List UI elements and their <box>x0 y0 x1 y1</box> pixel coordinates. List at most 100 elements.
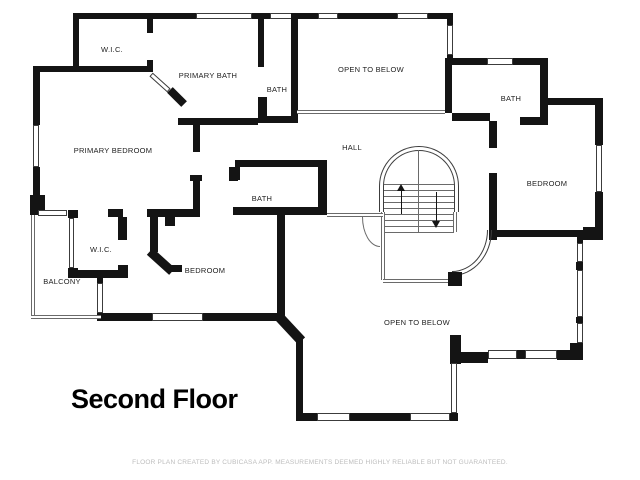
wall <box>252 13 270 19</box>
wall <box>489 121 497 148</box>
railing <box>327 213 383 217</box>
window <box>196 13 252 19</box>
window <box>525 350 557 359</box>
wall <box>147 209 196 217</box>
wall <box>203 313 282 321</box>
wall <box>517 350 525 359</box>
window <box>33 125 39 167</box>
window <box>317 413 350 421</box>
wall <box>576 317 583 323</box>
balcony-edge <box>31 215 35 319</box>
wall <box>118 217 127 240</box>
wall <box>296 413 317 421</box>
wall <box>540 62 548 125</box>
wall <box>68 270 123 278</box>
stairs-up-arrow-icon <box>397 184 405 191</box>
wall <box>318 160 327 215</box>
wall <box>168 265 182 272</box>
window <box>596 145 602 192</box>
window <box>577 323 583 343</box>
curved-railing <box>362 217 380 247</box>
window <box>577 243 583 262</box>
wall <box>445 58 452 113</box>
room-label-hall: HALL <box>342 143 362 152</box>
stairs-curved-railing <box>452 230 488 272</box>
window <box>451 363 457 413</box>
window <box>487 58 513 65</box>
wall <box>452 113 490 121</box>
window <box>270 13 292 19</box>
room-label-primary-bedroom: PRIMARY BEDROOM <box>73 146 153 155</box>
door-opening <box>149 72 171 93</box>
wall <box>258 97 267 123</box>
wall <box>147 60 153 72</box>
wall <box>583 227 603 240</box>
room-label-balcony: BALCONY <box>43 277 81 286</box>
wall <box>450 413 458 421</box>
stairs-down-arrow-icon <box>432 221 440 228</box>
wall <box>193 176 200 217</box>
wall <box>513 58 548 65</box>
stairs-up-arrow-icon <box>401 190 402 214</box>
wall <box>118 265 128 278</box>
wall <box>97 313 152 321</box>
wall <box>447 58 487 65</box>
window <box>152 313 203 321</box>
floor-title: Second Floor <box>71 384 238 414</box>
wall <box>338 13 397 19</box>
room-label-bath-middle: BATH <box>251 194 273 203</box>
wall <box>258 17 264 67</box>
window <box>410 413 450 421</box>
wall <box>350 413 410 421</box>
wall <box>73 13 79 70</box>
wall <box>68 210 78 218</box>
wall <box>595 192 603 230</box>
room-label-wic-upper: W.I.C. <box>101 45 123 54</box>
window <box>69 218 74 268</box>
wall <box>193 118 200 152</box>
wall <box>450 335 461 364</box>
wall <box>258 116 298 123</box>
wall <box>97 277 103 283</box>
stairs-enclosure-outer <box>379 146 459 212</box>
wall <box>233 207 327 215</box>
stairs-side <box>381 212 385 280</box>
stairs-enclosure-inner <box>383 150 455 212</box>
wall <box>178 118 258 125</box>
room-label-open-below-upper: OPEN TO BELOW <box>338 65 404 74</box>
wall-diagonal <box>167 87 187 107</box>
stairs-down-arrow-icon <box>436 192 437 222</box>
room-label-bath-top: BATH <box>266 85 288 94</box>
wall <box>229 167 240 180</box>
wall <box>33 66 150 72</box>
window <box>97 283 103 313</box>
wall <box>458 352 488 363</box>
stairs-treads <box>384 184 454 234</box>
wall <box>165 217 175 226</box>
wall <box>448 272 462 286</box>
wall <box>291 13 298 123</box>
window <box>577 270 583 317</box>
wall <box>576 262 583 270</box>
window <box>318 13 338 19</box>
wall <box>108 209 123 217</box>
wall <box>577 237 583 243</box>
room-label-bath-right: BATH <box>500 94 522 103</box>
wall <box>447 13 453 25</box>
wall <box>277 215 285 316</box>
wall <box>292 13 318 19</box>
wall <box>595 98 603 145</box>
railing <box>297 110 445 114</box>
disclaimer-text: FLOOR PLAN CREATED BY CUBICASA APP. MEAS… <box>132 459 508 466</box>
wall <box>296 339 303 414</box>
room-label-bedroom-right: BEDROOM <box>526 179 568 188</box>
wall <box>545 98 603 105</box>
stairs-landing-edge <box>383 279 451 283</box>
room-label-open-below-lower: OPEN TO BELOW <box>384 318 450 327</box>
window <box>447 25 453 55</box>
wall <box>235 160 327 167</box>
room-label-primary-bath: PRIMARY BATH <box>178 71 238 80</box>
room-label-wic-lower: W.I.C. <box>90 245 112 254</box>
wall <box>73 13 196 19</box>
